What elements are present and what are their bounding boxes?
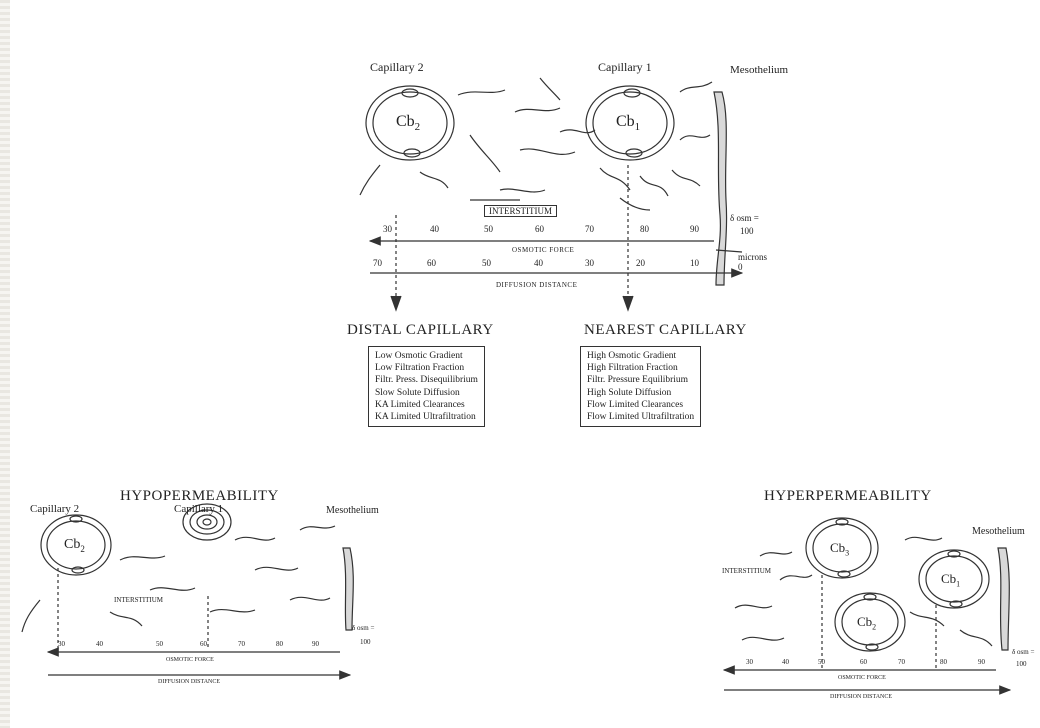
hyper-osmotic-tick: 60 <box>860 658 867 666</box>
hyper-osm-label-line2: 100 <box>1016 660 1027 668</box>
hypo-osmotic-tick: 60 <box>200 640 207 648</box>
hyper-osmotic-force-label: OSMOTIC FORCE <box>838 675 886 681</box>
hypo-osmotic-tick: 50 <box>156 640 163 648</box>
diffusion-tick: 20 <box>636 258 645 268</box>
diffusion-tick: 60 <box>427 258 436 268</box>
distal-capillary-list: Low Osmotic Gradient Low Filtration Frac… <box>368 346 485 427</box>
interstitium-fibers-top <box>360 78 712 210</box>
distal-item: Slow Solute Diffusion <box>375 387 478 399</box>
hypo-cb2-subscript: 2 <box>80 544 85 554</box>
hyper-diffusion-distance-label: DIFFUSION DISTANCE <box>830 694 892 700</box>
hyper-osmotic-tick: 50 <box>818 658 825 666</box>
hypo-osm-label-line1: δ osm = <box>352 624 374 632</box>
distal-item: KA Limited Ultrafiltration <box>375 411 478 423</box>
osmotic-tick: 50 <box>484 224 493 234</box>
diffusion-tick: 30 <box>585 258 594 268</box>
hyper-cb2-text: Cb <box>857 614 872 629</box>
hypo-osmotic-tick: 30 <box>58 640 65 648</box>
nearest-item: Flow Limited Ultrafiltration <box>587 411 694 423</box>
diffusion-tick: 40 <box>534 258 543 268</box>
distal-item: Low Filtration Fraction <box>375 362 478 374</box>
distal-capillary-heading: DISTAL CAPILLARY <box>347 322 494 339</box>
capillary-2-label: Capillary 2 <box>370 60 424 75</box>
nearest-item: High Filtration Fraction <box>587 362 694 374</box>
hyper-osmotic-tick: 30 <box>746 658 753 666</box>
cb2-label: Cb2 <box>396 113 420 133</box>
hypo-capillary-2-label: Capillary 2 <box>30 503 79 515</box>
hyper-osmotic-tick: 80 <box>940 658 947 666</box>
hyper-cb2-label: Cb2 <box>857 614 876 632</box>
hyper-cb1-label: Cb1 <box>941 571 960 589</box>
hyper-mesothelium-label: Mesothelium <box>972 526 1025 537</box>
osmotic-tick: 90 <box>690 224 699 234</box>
cb2-subscript: 2 <box>415 121 421 133</box>
capillary-1-label: Capillary 1 <box>598 60 652 75</box>
hypo-osmotic-tick: 70 <box>238 640 245 648</box>
hypo-osmotic-tick: 90 <box>312 640 319 648</box>
microns-label: microns <box>738 252 767 262</box>
diffusion-tick: 70 <box>373 258 382 268</box>
hypo-cb2-text: Cb <box>64 537 80 552</box>
hypo-diffusion-distance-label: DIFFUSION DISTANCE <box>158 679 220 685</box>
hypo-cb2-label: Cb2 <box>64 537 85 554</box>
cb1-label: Cb1 <box>616 113 640 133</box>
hyper-cb3-label: Cb3 <box>830 540 849 558</box>
distal-item: KA Limited Clearances <box>375 399 478 411</box>
hypo-mesothelium-label: Mesothelium <box>326 505 379 516</box>
distal-item: Filtr. Press. Disequilibrium <box>375 374 478 386</box>
hypo-osmotic-force-label: OSMOTIC FORCE <box>166 657 214 663</box>
mesothelium-hypo <box>343 548 353 630</box>
nearest-item: High Solute Diffusion <box>587 387 694 399</box>
hypo-interstitium-label: INTERSTITIUM <box>114 596 163 604</box>
hyper-cb3-subscript: 3 <box>845 549 849 558</box>
hypo-osm-label-line2: 100 <box>360 638 371 646</box>
hypo-osmotic-tick: 80 <box>276 640 283 648</box>
osmotic-tick: 70 <box>585 224 594 234</box>
osmotic-tick: 30 <box>383 224 392 234</box>
osmotic-tick: 60 <box>535 224 544 234</box>
nearest-item: High Osmotic Gradient <box>587 350 694 362</box>
hyper-osmotic-tick: 90 <box>978 658 985 666</box>
osm-label-line2: 100 <box>740 226 754 236</box>
mesothelium-hyper <box>998 548 1009 650</box>
hypo-osmotic-tick: 40 <box>96 640 103 648</box>
hyper-cb3-text: Cb <box>830 540 845 555</box>
hyper-osm-label-line1: δ osm = <box>1012 648 1034 656</box>
osmotic-force-label: OSMOTIC FORCE <box>512 246 574 254</box>
hyper-cb2-subscript: 2 <box>872 623 876 632</box>
distal-item: Low Osmotic Gradient <box>375 350 478 362</box>
nearest-capillary-list: High Osmotic Gradient High Filtration Fr… <box>580 346 701 427</box>
diffusion-tick: 0 <box>738 262 743 272</box>
diffusion-tick: 10 <box>690 258 699 268</box>
hyper-cb1-subscript: 1 <box>956 580 960 589</box>
nearest-item: Flow Limited Clearances <box>587 399 694 411</box>
hyper-interstitium-label: INTERSTITIUM <box>722 567 771 575</box>
cb1-text: Cb <box>616 113 635 130</box>
cb2-text: Cb <box>396 113 415 130</box>
hyper-cb1-text: Cb <box>941 571 956 586</box>
diffusion-distance-label: DIFFUSION DISTANCE <box>496 281 577 289</box>
mesothelium-top <box>714 92 727 285</box>
osmotic-tick: 80 <box>640 224 649 234</box>
mesothelium-label: Mesothelium <box>730 64 788 76</box>
hyper-osmotic-tick: 40 <box>782 658 789 666</box>
hypo-capillary-1-label: Capillary 1 <box>174 503 223 515</box>
interstitium-label: INTERSTITIUM <box>484 205 557 217</box>
hyperpermeability-heading: HYPERPERMEABILITY <box>764 488 932 505</box>
diffusion-tick: 50 <box>482 258 491 268</box>
hyper-osmotic-tick: 70 <box>898 658 905 666</box>
cb1-subscript: 1 <box>635 121 641 133</box>
osmotic-tick: 40 <box>430 224 439 234</box>
nearest-capillary-heading: NEAREST CAPILLARY <box>584 322 747 339</box>
nearest-item: Filtr. Pressure Equilibrium <box>587 374 694 386</box>
osm-label-line1: δ osm = <box>730 213 759 223</box>
